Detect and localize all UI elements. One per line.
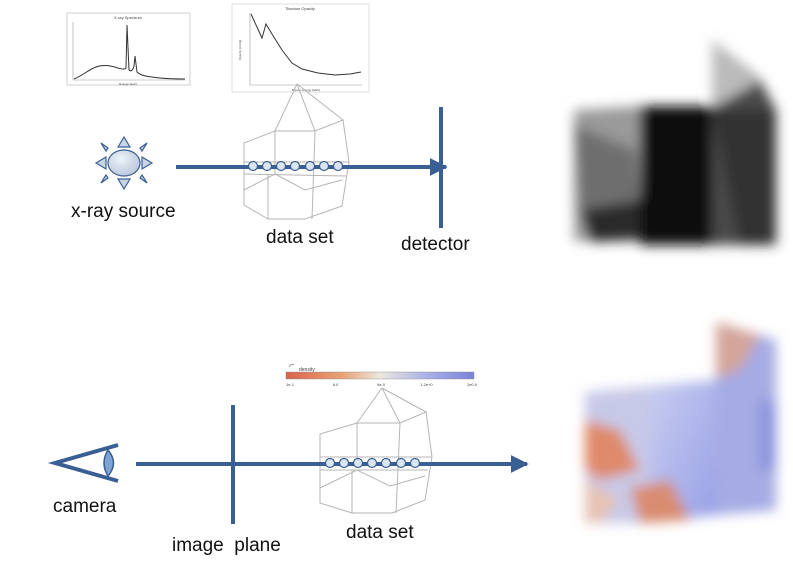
opacity-plot-title: Titanium Opacity bbox=[285, 6, 315, 11]
bottom-sample-points bbox=[324, 457, 421, 469]
spectrum-plot-thumbnail: X-ray Spectrum Energy (keV) bbox=[66, 12, 191, 86]
colorbar-tick-label: 6.0 bbox=[333, 382, 339, 387]
top-sample-points bbox=[247, 160, 344, 172]
opacity-plot-xlabel: Photon energy (MeV) bbox=[292, 88, 321, 92]
detector-label: detector bbox=[401, 234, 470, 255]
sun-icon bbox=[94, 135, 154, 191]
top-dataset-wireframe bbox=[243, 83, 350, 220]
xray-source-label: x-ray source bbox=[71, 201, 176, 222]
colorbar-glyph-icon bbox=[288, 363, 295, 368]
bottom-dataset-wireframe bbox=[319, 387, 433, 514]
eye-icon bbox=[47, 443, 119, 483]
xray-render-image bbox=[574, 40, 776, 245]
spectrum-plot-xlabel: Energy (keV) bbox=[119, 82, 137, 86]
colorbar-tick-label: 9e-0 bbox=[377, 382, 386, 387]
opacity-plot-thumbnail: Titanium Opacity Photon energy (MeV) Opa… bbox=[231, 3, 370, 93]
top-dataset-label: data set bbox=[266, 227, 334, 248]
camera-label: camera bbox=[53, 496, 117, 517]
colorbar-tick-label: 1.2e+0 bbox=[420, 382, 433, 387]
image-plane-label: image plane bbox=[172, 535, 281, 556]
colorbar-title: density bbox=[299, 367, 315, 373]
colorbar: density 1e-1 6.0 9e-0 1.2e+0 2e0.0 bbox=[285, 363, 478, 387]
bottom-dataset-label: data set bbox=[346, 522, 414, 543]
spectrum-plot-title: X-ray Spectrum bbox=[114, 15, 142, 20]
colorbar-tick-label: 2e0.0 bbox=[467, 382, 478, 387]
colorbar-tick-label: 1e-1 bbox=[286, 382, 295, 387]
color-render-image bbox=[585, 322, 776, 523]
opacity-plot-ylabel: Opacity (cm²/g) bbox=[238, 40, 242, 61]
